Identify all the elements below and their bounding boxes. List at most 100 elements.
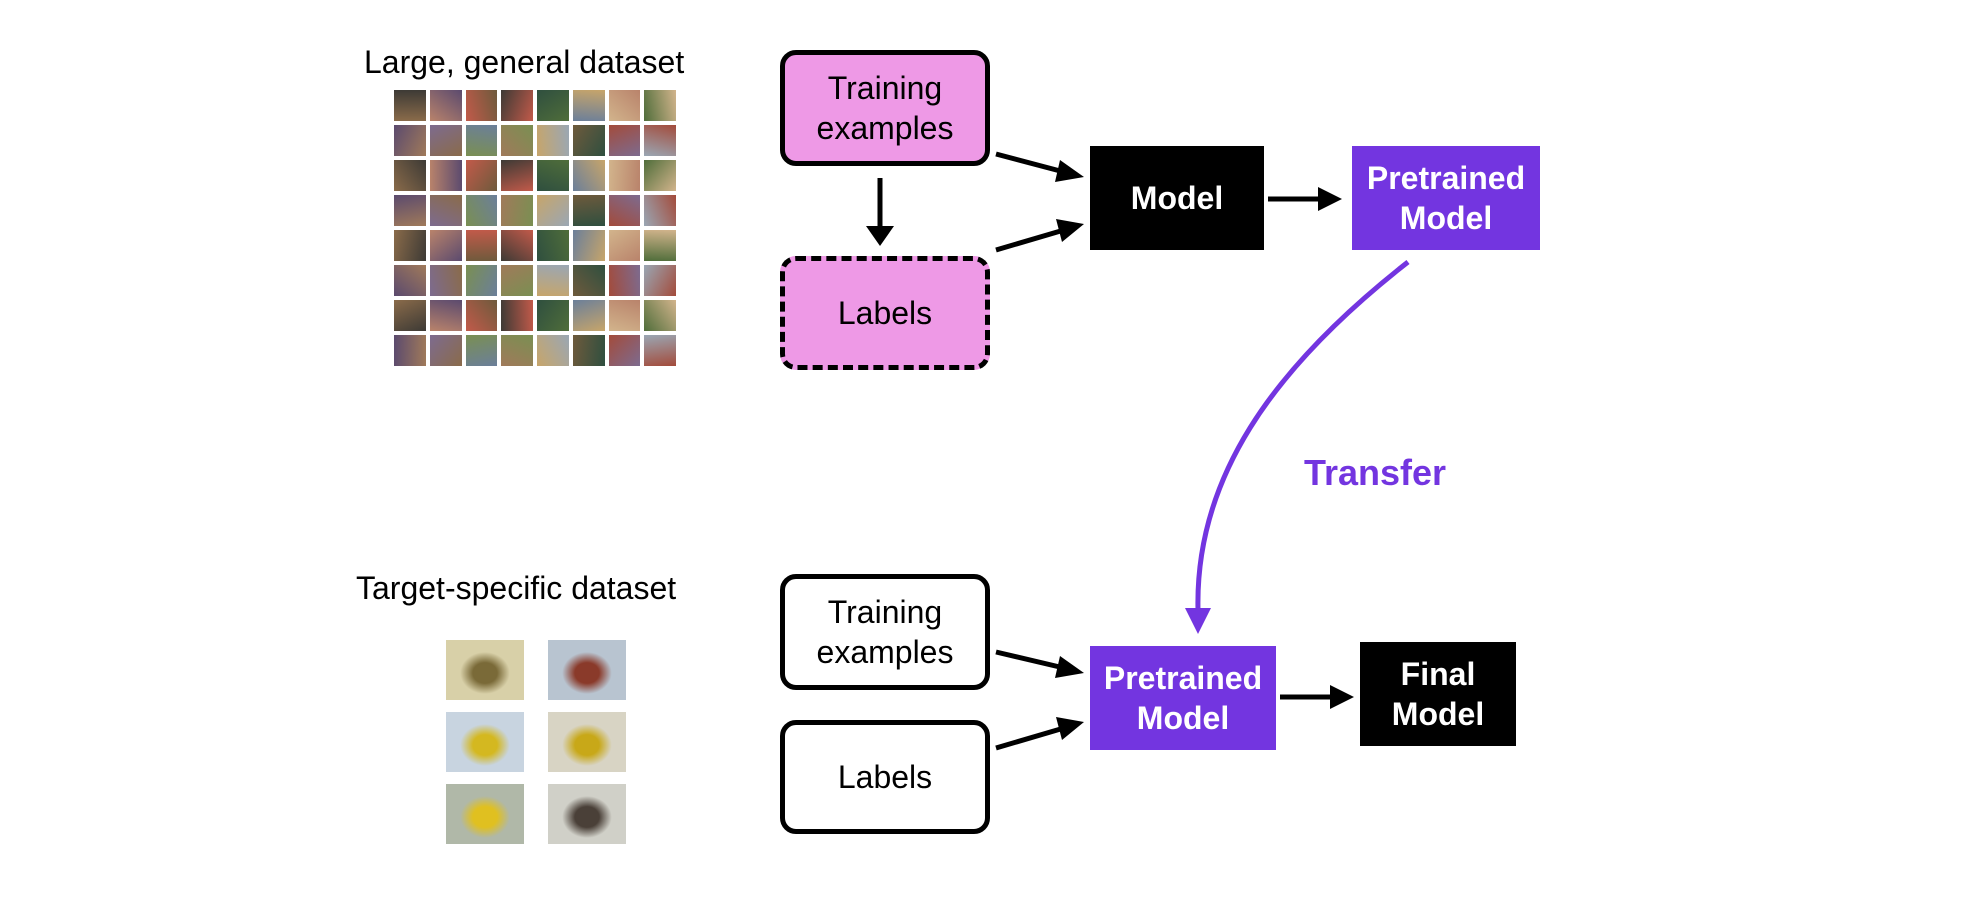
dataset-thumbnail <box>429 90 462 121</box>
dataset-thumbnail <box>572 125 605 156</box>
dataset-thumbnail <box>572 230 605 261</box>
dataset-thumbnail <box>608 125 641 156</box>
dataset-thumbnail <box>465 125 498 156</box>
dataset-thumbnail <box>394 90 426 121</box>
arrow-training-to-labels <box>866 178 894 246</box>
dataset-thumbnail <box>537 335 569 366</box>
dataset-thumbnail <box>644 90 676 121</box>
bottom-labels-box: Labels <box>780 720 990 834</box>
dataset-thumbnail <box>537 265 569 296</box>
dataset-thumbnail <box>572 160 605 191</box>
bird-thumbnail <box>548 640 626 700</box>
dataset-thumbnail <box>394 160 426 191</box>
dataset-thumbnail <box>572 265 605 296</box>
dataset-thumbnail <box>537 230 569 261</box>
bottom-pretrained-model-box: Pretrained Model <box>1090 646 1276 750</box>
dataset-thumbnail <box>537 160 569 191</box>
dataset-thumbnail <box>394 195 426 226</box>
dataset-thumbnail <box>429 230 462 261</box>
dataset-thumbnail <box>608 335 641 366</box>
dataset-thumbnail <box>465 230 498 261</box>
dataset-thumbnail <box>465 265 498 296</box>
target-dataset-title: Target-specific dataset <box>356 570 677 606</box>
bottom-labels-label: Labels <box>837 759 933 795</box>
dataset-thumbnail <box>465 300 498 331</box>
dataset-thumbnail <box>465 160 498 191</box>
bottom-pretrained-model-label: Pretrained Model <box>1103 660 1263 736</box>
bird-thumbnail <box>446 712 524 772</box>
dataset-thumbnail <box>608 160 641 191</box>
dataset-thumbnail <box>501 300 533 331</box>
final-model-label: Final Model <box>1391 656 1485 732</box>
dataset-thumbnail <box>501 195 533 226</box>
final-model-box: Final Model <box>1360 642 1516 746</box>
dataset-thumbnail <box>572 335 605 366</box>
dataset-thumbnail <box>608 300 641 331</box>
dataset-thumbnail <box>608 195 641 226</box>
dataset-thumbnail <box>465 335 498 366</box>
dataset-thumbnail <box>465 195 498 226</box>
bottom-training-examples-label: Training examples <box>816 594 954 670</box>
arrow-bottom-labels-to-pretrained <box>995 717 1084 751</box>
dataset-thumbnail <box>644 335 676 366</box>
dataset-thumbnail <box>501 125 533 156</box>
arrow-training-to-model <box>995 151 1084 182</box>
large-dataset-title: Large, general dataset <box>364 44 685 80</box>
bird-thumbnail <box>548 712 626 772</box>
transfer-label: Transfer <box>1304 452 1447 493</box>
dataset-thumbnail <box>608 90 641 121</box>
model-box: Model <box>1090 146 1264 250</box>
bird-thumbnail <box>548 784 626 844</box>
dataset-thumbnail <box>644 230 676 261</box>
bird-thumbnail <box>446 784 524 844</box>
dataset-thumbnail <box>572 90 605 121</box>
dataset-thumbnail <box>644 265 676 296</box>
transfer-arrow <box>1185 260 1410 634</box>
dataset-thumbnail <box>394 265 426 296</box>
dataset-thumbnail <box>537 195 569 226</box>
top-labels-label: Labels <box>837 295 933 331</box>
dataset-thumbnail <box>608 265 641 296</box>
dataset-thumbnail <box>429 160 462 191</box>
target-dataset-image-grid <box>446 640 626 844</box>
bottom-training-examples-box: Training examples <box>780 574 990 690</box>
large-dataset-image-grid <box>394 90 676 366</box>
dataset-thumbnail <box>644 300 676 331</box>
dataset-thumbnail <box>537 90 569 121</box>
arrow-model-to-pretrained <box>1268 187 1342 211</box>
dataset-thumbnail <box>465 90 498 121</box>
dataset-thumbnail <box>394 125 426 156</box>
dataset-thumbnail <box>501 335 533 366</box>
top-training-examples-label: Training examples <box>816 70 954 146</box>
dataset-thumbnail <box>429 300 462 331</box>
dataset-thumbnail <box>394 335 426 366</box>
dataset-thumbnail <box>572 300 605 331</box>
dataset-thumbnail <box>608 230 641 261</box>
arrow-bottom-training-to-pretrained <box>995 649 1084 678</box>
dataset-thumbnail <box>537 300 569 331</box>
dataset-thumbnail <box>572 195 605 226</box>
dataset-thumbnail <box>501 90 533 121</box>
dataset-thumbnail <box>501 160 533 191</box>
dataset-thumbnail <box>537 125 569 156</box>
dataset-thumbnail <box>644 160 676 191</box>
arrow-pretrained-to-final <box>1280 685 1354 709</box>
arrow-labels-to-model <box>995 219 1084 253</box>
dataset-thumbnail <box>429 125 462 156</box>
dataset-thumbnail <box>429 195 462 226</box>
bird-thumbnail <box>446 640 524 700</box>
dataset-thumbnail <box>501 265 533 296</box>
model-label: Model <box>1130 180 1224 216</box>
dataset-thumbnail <box>394 230 426 261</box>
dataset-thumbnail <box>394 300 426 331</box>
dataset-thumbnail <box>644 195 676 226</box>
top-training-examples-box: Training examples <box>780 50 990 166</box>
dataset-thumbnail <box>501 230 533 261</box>
top-pretrained-model-label: Pretrained Model <box>1366 160 1526 236</box>
dataset-thumbnail <box>644 125 676 156</box>
top-pretrained-model-box: Pretrained Model <box>1352 146 1540 250</box>
top-labels-box: Labels <box>780 256 990 370</box>
dataset-thumbnail <box>429 335 462 366</box>
dataset-thumbnail <box>429 265 462 296</box>
